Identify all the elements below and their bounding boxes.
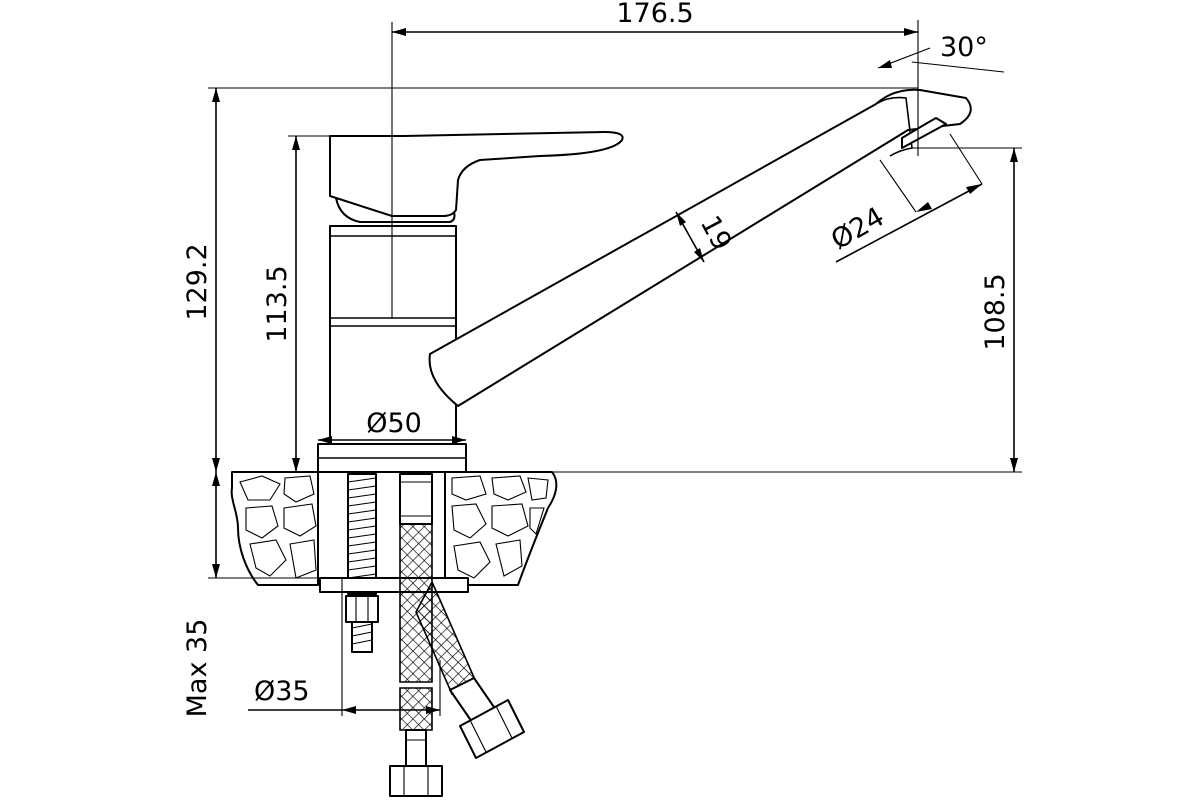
max-thickness-label: Max 35 [182, 619, 213, 718]
base-diameter-label: Ø50 [366, 408, 422, 439]
dimension-total-height: 129.2 [182, 87, 918, 472]
dimension-spout-height: 108.5 [232, 147, 1022, 473]
body-height-label: 113.5 [262, 265, 293, 342]
aerator-label: Ø24 [826, 201, 890, 256]
lever-handle [329, 131, 624, 217]
supply-hoses [389, 473, 525, 797]
spout-angle-label: 30° [940, 32, 988, 63]
spout-reach-label: 176.5 [616, 0, 693, 29]
dimension-body-height: 113.5 [262, 135, 330, 472]
spout [428, 88, 972, 407]
dimension-mount-hole: Ø35 [248, 578, 441, 716]
dimension-spout-angle: 30° [877, 32, 1005, 73]
dimension-spout-reach: 176.5 [392, 0, 919, 156]
dimension-base-diameter: Ø50 [318, 408, 466, 444]
spout-height-label: 108.5 [980, 273, 1011, 350]
mount-hole-label: Ø35 [254, 676, 310, 707]
countertop-section [230, 471, 558, 586]
total-height-label: 129.2 [182, 243, 213, 320]
dimension-max-thickness: Max 35 [182, 472, 320, 717]
